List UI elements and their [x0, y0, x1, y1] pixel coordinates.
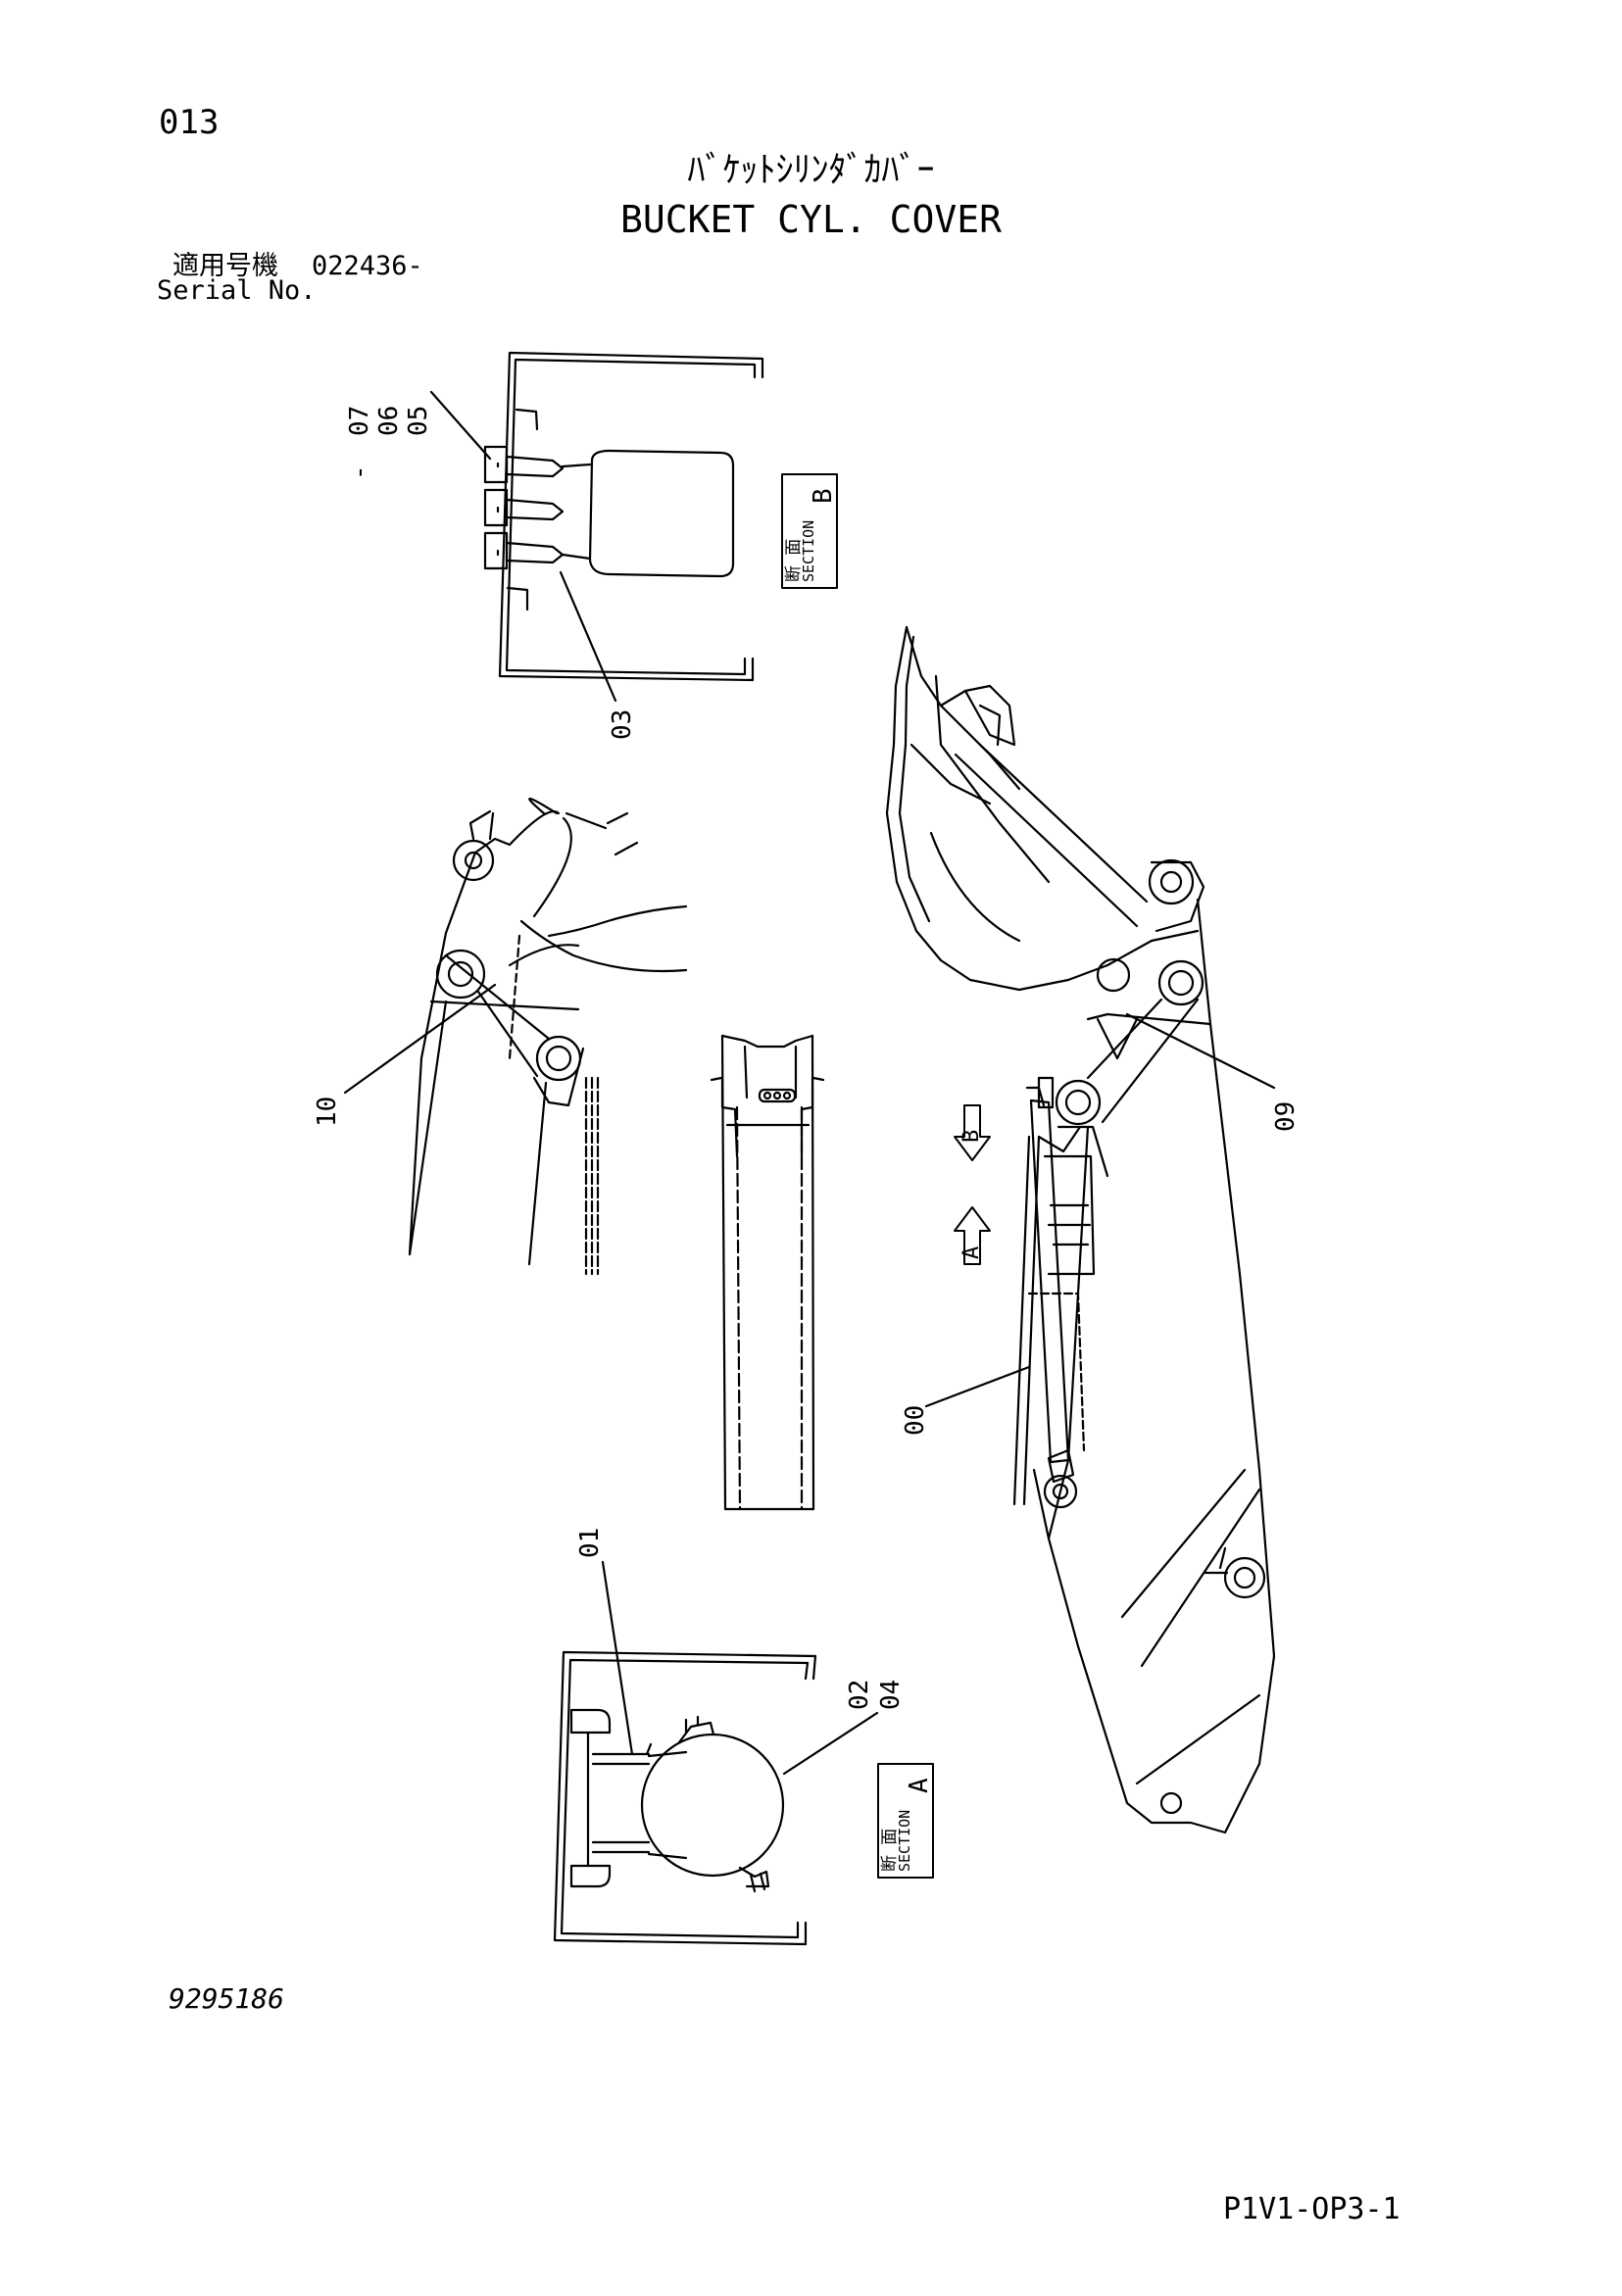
right-arm-assembly	[885, 625, 1276, 1834]
section-b-letter: B	[809, 488, 838, 504]
callout-04-label: 04	[876, 1680, 906, 1710]
serial-label-english: Serial No.	[157, 275, 317, 306]
section-b-view	[483, 351, 764, 703]
section-a-en: SECTION	[896, 1810, 913, 1872]
callout-02-label: 02	[845, 1680, 874, 1710]
callout-06-label: 06	[374, 406, 404, 436]
view-arrow-a: A	[954, 1206, 991, 1265]
callout-10-label: 10	[313, 1097, 342, 1127]
callout-09: 09	[1125, 1012, 1301, 1132]
callout-02-04: 02 04	[782, 1680, 906, 1776]
callout-01-label: 01	[575, 1528, 605, 1558]
section-a-letter: A	[905, 1778, 934, 1793]
callout-09-label: 09	[1271, 1101, 1301, 1132]
left-arm-detail	[408, 798, 688, 1276]
section-b-en: SECTION	[800, 520, 817, 582]
callout-00: 00	[901, 1365, 1031, 1436]
serial-number-value: 022436-	[312, 251, 423, 281]
title-japanese: ﾊﾞｹｯﾄｼﾘﾝﾀﾞｶﾊﾞｰ	[687, 150, 935, 190]
section-a-jp: 断 面	[880, 1829, 900, 1872]
callout-05-label: 05	[404, 406, 433, 436]
serial-label-japanese: 適用号機	[172, 251, 278, 281]
section-b-tag: 断 面 SECTION B	[781, 473, 838, 589]
page-code: P1V1-OP3-1	[1223, 2192, 1401, 2226]
view-arrow-b-letter: B	[959, 1130, 984, 1143]
callout-01: 01	[575, 1528, 634, 1756]
view-arrow-a-letter: A	[959, 1246, 984, 1259]
section-a-view	[553, 1650, 817, 1946]
page-number: 013	[159, 103, 220, 142]
callout-dash-1: -	[345, 464, 374, 480]
drawing-number: 9295186	[169, 1982, 285, 2015]
view-arrow-b: B	[954, 1104, 991, 1161]
callout-07-label: 07	[345, 406, 374, 436]
callout-05-07: 07 - 06 05	[345, 390, 492, 480]
section-a-tag: 断 面 SECTION A	[877, 1763, 934, 1879]
centre-cover-strip	[710, 1034, 825, 1511]
callout-00-label: 00	[901, 1405, 930, 1436]
callout-03-label: 03	[608, 709, 637, 740]
callout-10: 10	[313, 983, 497, 1127]
title-english: BUCKET CYL. COVER	[620, 198, 1002, 241]
section-b-jp: 断 面	[784, 539, 804, 582]
